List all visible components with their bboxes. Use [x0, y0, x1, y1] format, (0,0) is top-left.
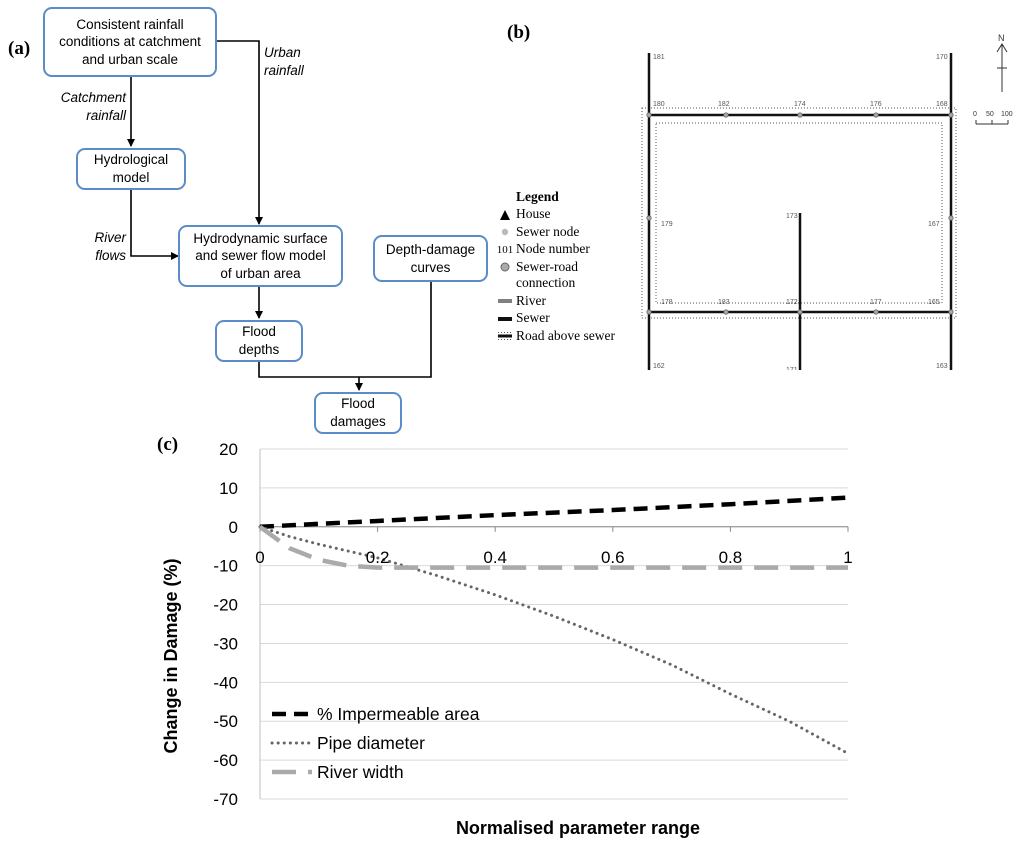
- x-tick-label: 0.8: [719, 548, 743, 567]
- x-tick-label: 0.4: [483, 548, 507, 567]
- x-tick-label: 0.2: [366, 548, 390, 567]
- node-label: 181: [653, 54, 665, 61]
- node-label: 179: [661, 221, 673, 228]
- node-label: 172: [786, 299, 798, 306]
- node-label: 170: [936, 54, 948, 61]
- node-label: 173: [786, 213, 798, 220]
- y-tick-label: -50: [213, 712, 238, 731]
- y-tick-label: -20: [213, 596, 238, 615]
- node-label: 176: [870, 101, 882, 108]
- scale-label: 50: [986, 111, 994, 118]
- node-label: 180: [653, 101, 665, 108]
- node-label: 174: [794, 101, 806, 108]
- node-label: 168: [936, 101, 948, 108]
- x-tick-label: 1: [843, 548, 852, 567]
- legend-item-node-number: 101 Node number: [494, 241, 615, 259]
- y-tick-label: -70: [213, 790, 238, 809]
- node-label: 177: [870, 299, 882, 306]
- node-label: 167: [928, 221, 940, 228]
- node-label: 171: [786, 367, 798, 370]
- sewer-node-icon: [494, 224, 516, 241]
- y-tick-label: 0: [229, 518, 238, 537]
- y-tick-label: -60: [213, 751, 238, 770]
- damage-sensitivity-chart: 20 10 0 -10 -20 -30 -40 -50 -60 -70 0 0.2 0.4 0.6 0.8 1…: [161, 440, 853, 838]
- legend-title: Legend: [516, 189, 559, 204]
- y-tick-label: -10: [213, 557, 238, 576]
- y-tick-label: 20: [219, 440, 238, 459]
- urban-rainfall-label: Urban rainfall: [264, 45, 304, 78]
- node-label: 178: [661, 299, 673, 306]
- sewer-line-icon: [494, 310, 516, 327]
- connector-depths: [258, 281, 432, 378]
- scale-label: 0: [973, 111, 977, 118]
- hydrodynamic-model-box: Hydrodynamic surface and sewer flow mode…: [178, 225, 343, 287]
- flood-damages-box: Flood damages: [314, 392, 402, 434]
- panel-label-c: (c): [157, 434, 179, 455]
- node-label: 165: [928, 299, 940, 306]
- scale-label: 100: [1001, 111, 1013, 118]
- sewer-road-connection-icon: [494, 259, 516, 276]
- y-tick-label: -40: [213, 673, 238, 692]
- series-line-0: [259, 495, 849, 530]
- rainfall-conditions-box: Consistent rainfall conditions at catchm…: [43, 7, 217, 77]
- node-label: 182: [718, 101, 730, 108]
- y-tick-label: -30: [213, 634, 238, 653]
- river-line-icon: [494, 293, 516, 310]
- triangle-icon: [494, 206, 516, 223]
- legend-item-road-above-sewer: Road above sewer: [494, 328, 615, 346]
- flowchart-connectors: [127, 40, 432, 391]
- x-axis-label: Normalised parameter range: [456, 818, 700, 838]
- legend-item-sewer-node: Sewer node: [494, 224, 615, 242]
- north-arrow-icon: [996, 43, 1008, 92]
- legend-label-0: % Impermeable area: [317, 704, 480, 724]
- node-number-icon: 101: [496, 243, 514, 256]
- river-flows-label: River flows: [94, 230, 126, 263]
- series-line-1: [258, 525, 850, 755]
- arrow-urban-rainfall: [216, 40, 263, 225]
- x-tick-label: 0: [255, 548, 264, 567]
- hydrological-model-box: Hydrological model: [76, 148, 186, 190]
- sewer-road-connections: [646, 112, 954, 315]
- series-line-2: [258, 524, 848, 570]
- y-axis-label: Change in Damage (%): [161, 558, 181, 753]
- depth-damage-curves-box: Depth-damage curves: [373, 235, 488, 282]
- legend-label-1: Pipe diameter: [317, 733, 425, 753]
- flood-depths-box: Flood depths: [215, 320, 303, 362]
- legend-item-sewer-road-connection: Sewer-road connection: [494, 259, 615, 293]
- legend-item-house: House: [494, 206, 615, 224]
- y-tick-label: 10: [219, 479, 238, 498]
- catchment-rainfall-label: Catchment rainfall: [60, 90, 126, 123]
- x-tick-label: 0.6: [601, 548, 625, 567]
- panel-label-b: (b): [507, 22, 531, 43]
- legend-label-2: River width: [317, 762, 404, 782]
- sewer-network-map: 181 170 180 182 174 176 168 173 179 167 …: [641, 33, 1013, 370]
- node-label: 183: [718, 299, 730, 306]
- map-legend: Legend House Sewer node 101 Node number …: [494, 189, 615, 345]
- panel-label-a: (a): [8, 38, 31, 59]
- scale-bar: 0 50 100: [973, 111, 1013, 125]
- node-label: 162: [653, 363, 665, 370]
- legend-item-sewer: Sewer: [494, 310, 615, 328]
- node-label: 163: [936, 363, 948, 370]
- road-above-sewer-icon: [494, 328, 516, 345]
- north-label: N: [998, 33, 1005, 43]
- legend-item-river: River: [494, 293, 615, 311]
- arrow-river-flows: [130, 190, 179, 260]
